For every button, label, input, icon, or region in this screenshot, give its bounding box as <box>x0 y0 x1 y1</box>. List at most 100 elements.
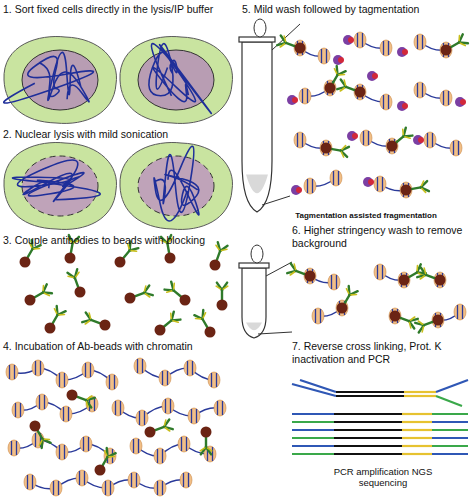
antibody-light-chain <box>420 276 424 279</box>
bead <box>100 320 111 331</box>
antibody-stem <box>28 249 33 258</box>
nucleosome <box>380 40 392 56</box>
insert <box>334 445 402 447</box>
antibody-arm <box>43 439 51 443</box>
wrapped-dna <box>315 309 316 323</box>
nucleosome <box>320 140 332 156</box>
antibody-light-chain <box>164 420 165 425</box>
wrapped-dna <box>63 407 64 421</box>
wrapped-dna <box>427 133 428 147</box>
antibody-light-chain <box>340 88 344 91</box>
tn5-adapter <box>372 73 378 79</box>
adapter <box>402 413 432 415</box>
nucleosome <box>380 94 392 110</box>
wrapped-dna <box>357 33 358 47</box>
tn5 <box>363 177 373 187</box>
tube-cap <box>254 19 266 37</box>
wrapped-dna <box>32 475 33 489</box>
tube-cap <box>251 245 263 263</box>
nucleosome <box>36 394 48 410</box>
bead <box>30 421 41 432</box>
antibody-bead <box>216 283 228 311</box>
nucleosome <box>424 132 436 148</box>
antibody-arm <box>58 311 66 315</box>
antibody-light-chain <box>280 44 284 47</box>
antibody-stem <box>135 293 144 296</box>
tn5-adapter <box>352 133 358 139</box>
nucleosome <box>304 268 316 284</box>
antibody-light-chain <box>402 129 404 134</box>
antibody-arm <box>201 447 206 454</box>
step-label: 2. Nuclear lysis with mild sonication <box>3 128 237 141</box>
antibody-arm <box>206 447 211 454</box>
antibody-light-chain <box>422 327 423 332</box>
antibody-bead <box>337 286 358 313</box>
nucleosome <box>8 440 20 456</box>
nucleosome <box>374 264 386 280</box>
nucleosome <box>386 138 398 154</box>
antibody-arm <box>43 284 47 292</box>
nucleosome <box>208 372 220 388</box>
nucleosome <box>162 398 174 414</box>
antibody-arm <box>341 151 347 157</box>
bead <box>155 325 166 336</box>
zoom-line <box>262 196 290 205</box>
wrapped-dna <box>383 95 384 109</box>
bead <box>401 185 412 196</box>
nucleosome <box>374 176 386 192</box>
tn5 <box>291 185 301 195</box>
antibody-stem <box>450 43 459 48</box>
wrapped-dna <box>53 481 54 495</box>
antibody-light-chain <box>207 448 212 451</box>
antibody-stem <box>205 437 207 447</box>
antibody-bead <box>45 306 66 333</box>
insert <box>334 421 402 423</box>
wrapped-dna <box>457 305 458 319</box>
wrapped-dna <box>417 83 418 97</box>
nucleosome <box>178 436 190 452</box>
antibody-stem <box>34 293 43 298</box>
antibody-arm <box>341 79 346 86</box>
wrapped-dna <box>422 83 423 97</box>
wrapped-dna <box>84 471 85 485</box>
wrapped-dna <box>35 433 36 447</box>
bead <box>355 87 366 98</box>
antibody-bead <box>399 264 426 285</box>
wrapped-dna <box>377 177 378 191</box>
antibody-arm <box>220 246 227 251</box>
step-label: 6. Higher stringency wash to remove back… <box>292 224 470 249</box>
adapter <box>292 453 334 455</box>
wrapped-dna <box>191 409 192 423</box>
antibody-stem <box>221 290 223 300</box>
nucleosome <box>32 432 44 448</box>
wrapped-dna <box>64 445 65 459</box>
wrapped-dna <box>142 359 143 373</box>
wrapped-dna <box>115 401 116 415</box>
bead <box>390 311 401 322</box>
antibody-arm <box>419 325 424 332</box>
wrapped-dna <box>331 275 332 289</box>
antibody-light-chain <box>341 152 343 157</box>
step-label: 3. Couple antibodies to beads with block… <box>3 234 237 247</box>
antibody-arm <box>338 71 346 75</box>
wrapped-dna <box>157 449 158 463</box>
bead <box>45 323 56 334</box>
wrapped-dna <box>68 407 69 421</box>
antibody-light-chain <box>173 321 178 323</box>
bead <box>25 295 36 306</box>
bead <box>433 315 444 326</box>
chromatin-strand <box>165 170 199 215</box>
adapter <box>402 437 432 439</box>
nucleosome <box>136 410 148 426</box>
antibody-light-chain <box>424 268 425 273</box>
tube-liquid <box>246 323 262 331</box>
antibody-light-chain <box>144 286 145 291</box>
antibody-bead <box>30 421 51 448</box>
nucleosome <box>50 480 62 496</box>
wrapped-dna <box>377 265 378 279</box>
antibody-bead <box>165 282 191 306</box>
wrapped-dna <box>448 91 449 105</box>
insert <box>336 391 404 393</box>
tn5-adapter <box>402 49 408 55</box>
nucleosome <box>154 480 166 496</box>
